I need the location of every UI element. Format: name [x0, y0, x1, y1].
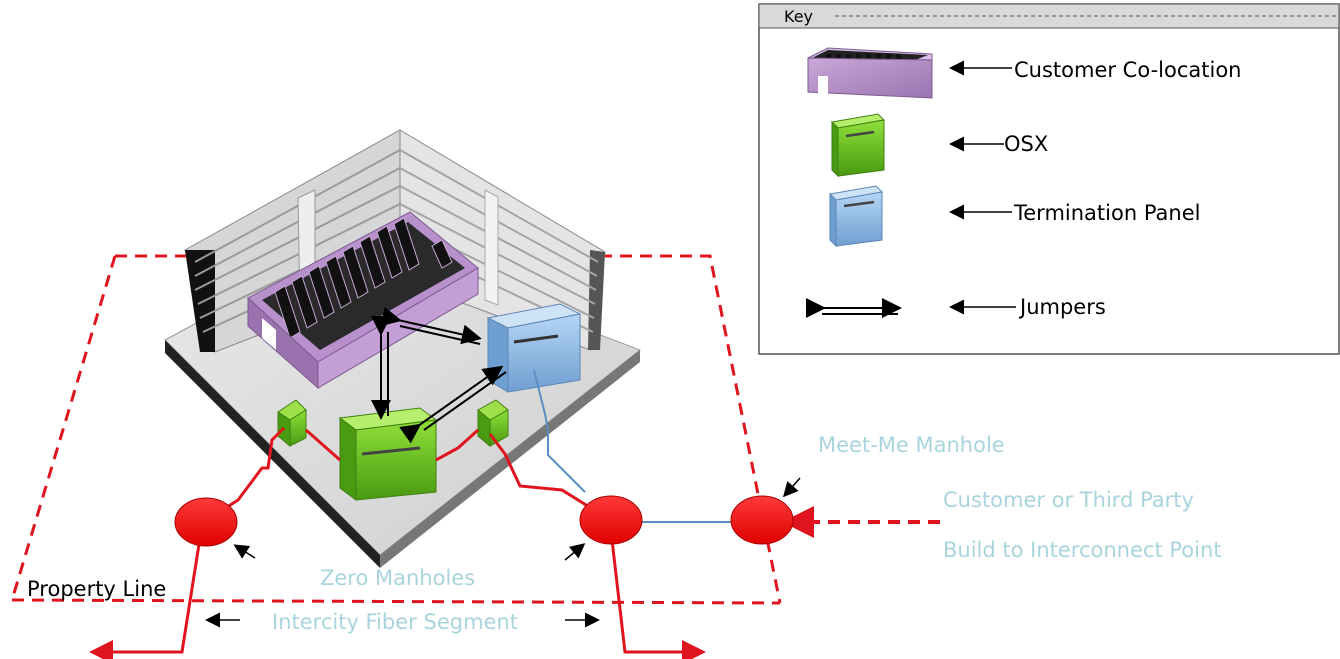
small-osx-left: [277, 399, 307, 448]
customer-third-party-label: Customer or Third Party: [943, 488, 1194, 512]
key-label-jumpers: Jumpers: [1018, 295, 1106, 319]
osx-cabinet-icon: [830, 113, 886, 178]
callout-arrows: [205, 477, 801, 628]
key-legend: Key Customer Co-location OSX: [758, 3, 1340, 355]
osx-cabinet: [338, 407, 438, 501]
intercity-fiber-label: Intercity Fiber Segment: [272, 610, 518, 634]
double-arrow-icon: [806, 298, 902, 318]
meet-me-manhole-label: Meet-Me Manhole: [818, 433, 1005, 457]
property-line-boundary: [10, 254, 782, 605]
key-label-termination-panel: Termination Panel: [1013, 201, 1200, 225]
colocation-cage-icon: [807, 47, 933, 99]
jumpers: [371, 306, 507, 444]
key-label-colocation: Customer Co-location: [1014, 58, 1241, 82]
key-label-osx: OSX: [1004, 132, 1048, 156]
build-to-interconnect-label: Build to Interconnect Point: [943, 538, 1222, 562]
termination-panel: [486, 303, 582, 393]
zero-manholes-label: Zero Manholes: [320, 566, 475, 590]
property-line-label: Property Line: [27, 577, 166, 601]
termination-panel-icon: [828, 185, 884, 248]
key-title: Key: [784, 7, 813, 26]
zero-manhole-right: [579, 495, 643, 545]
zero-manhole-left: [174, 497, 238, 547]
meet-me-manhole: [730, 495, 794, 545]
fiber-routes: [89, 369, 940, 659]
